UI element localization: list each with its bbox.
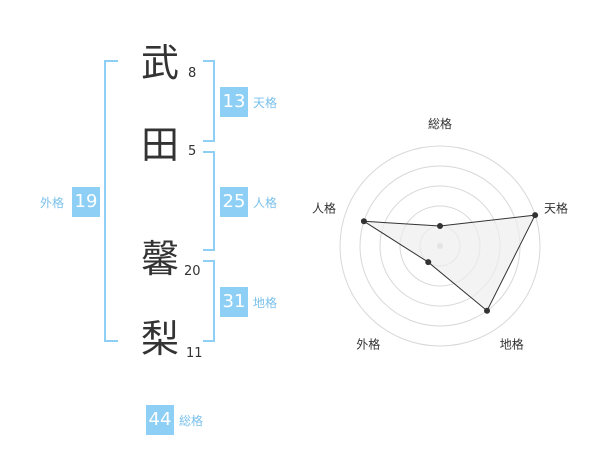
chikaku-label: 地格 bbox=[253, 296, 278, 310]
stroke-count-4: 11 bbox=[186, 346, 203, 361]
tenkaku-badge: 13 bbox=[220, 87, 248, 117]
radar-point-5 bbox=[360, 218, 367, 225]
chikaku-bracket bbox=[203, 260, 215, 342]
radar-point-4 bbox=[425, 259, 432, 266]
radar-axis-label-3: 地格 bbox=[500, 337, 524, 352]
tenkaku-bracket bbox=[203, 60, 215, 142]
stroke-count-1: 8 bbox=[188, 66, 197, 81]
gaikaku-label: 外格 bbox=[40, 196, 65, 210]
soukaku-badge: 44 bbox=[146, 405, 174, 435]
stroke-count-3: 20 bbox=[184, 264, 201, 279]
soukaku-label: 総格 bbox=[179, 414, 204, 428]
name-char-4: 梨 bbox=[140, 317, 179, 361]
radar-axis-label-4: 外格 bbox=[356, 337, 380, 352]
radar-point-3 bbox=[484, 307, 491, 314]
radar-axis-label-5: 人格 bbox=[312, 200, 336, 215]
radar-point-1 bbox=[437, 223, 443, 229]
name-char-2: 田 bbox=[140, 123, 179, 167]
radar-ring bbox=[339, 145, 541, 347]
gaikaku-bracket bbox=[104, 60, 118, 342]
tenkaku-label: 天格 bbox=[253, 96, 278, 110]
jinkaku-label: 人格 bbox=[253, 196, 278, 210]
radar-point-2 bbox=[532, 212, 539, 219]
chikaku-badge: 31 bbox=[220, 287, 248, 317]
radar-axis-label-2: 天格 bbox=[544, 200, 568, 215]
radar-axis-label-1: 総格 bbox=[428, 116, 452, 131]
radar-polygon bbox=[363, 214, 536, 312]
jinkaku-badge: 25 bbox=[220, 187, 248, 217]
gaikaku-badge: 19 bbox=[72, 187, 100, 217]
name-char-3: 馨 bbox=[140, 237, 179, 281]
name-char-1: 武 bbox=[140, 41, 179, 85]
stroke-count-2: 5 bbox=[188, 144, 197, 159]
radar-points bbox=[360, 212, 539, 314]
jinkaku-bracket bbox=[203, 151, 215, 251]
